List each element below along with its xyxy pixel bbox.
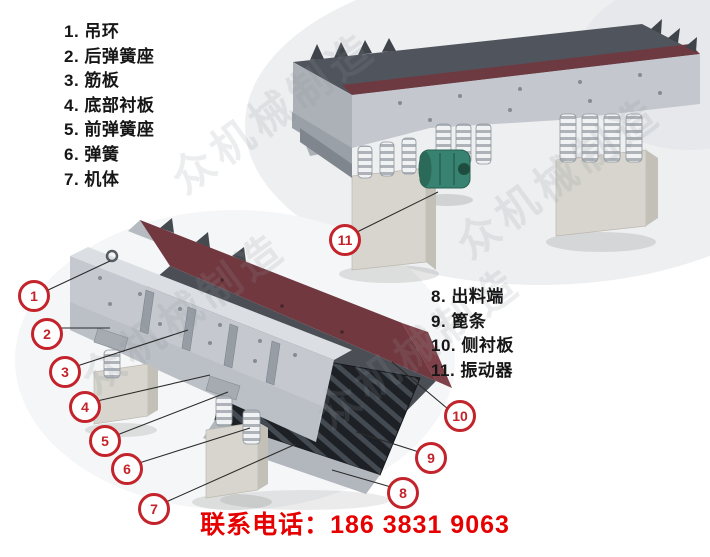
- callout-7: 7: [138, 493, 170, 525]
- side-liner-panel: [140, 220, 436, 381]
- callout-2: 2: [31, 318, 63, 350]
- right-end-liner: [402, 323, 452, 388]
- shadow: [192, 494, 272, 510]
- legend-item-5: 5. 前弹簧座: [64, 120, 155, 140]
- rear-spring-seat: [93, 327, 129, 353]
- callout-lines: [45, 191, 449, 503]
- callout-9: 9: [415, 442, 447, 474]
- liner-bolts: [220, 278, 344, 334]
- callout-10: 10: [444, 400, 476, 432]
- contact-phone: 联系电话：186 3831 9063: [200, 511, 510, 539]
- upper-machine: [292, 19, 700, 283]
- legend-item-6: 6. 弹簧: [64, 144, 120, 164]
- discharge-spout-lower: [300, 128, 352, 178]
- callout-6: 6: [111, 453, 143, 485]
- callout-3: 3: [49, 356, 81, 388]
- front-spring-seat: [205, 375, 241, 401]
- callout-5: 5: [89, 425, 121, 457]
- shadow: [546, 232, 656, 252]
- top-rim: [293, 24, 700, 95]
- callout-11: 11: [329, 224, 361, 256]
- callout-1: 1: [18, 280, 50, 312]
- near-wall-rim: [70, 247, 352, 360]
- inner-liner: [342, 44, 700, 95]
- legend-item-10: 10. 侧衬板: [431, 336, 514, 356]
- lifting-ring: [105, 249, 119, 263]
- legend-item-2: 2. 后弹簧座: [64, 46, 155, 66]
- wall-shading: [70, 302, 322, 442]
- legend-item-11: 11. 振动器: [431, 360, 513, 380]
- legend-item-7: 7. 机体: [64, 169, 120, 189]
- legend-item-4: 4. 底部衬板: [64, 95, 155, 115]
- rib-plates: [139, 289, 281, 386]
- vibrator-motor: [418, 149, 471, 189]
- springs: [103, 349, 261, 445]
- shadow: [339, 265, 439, 283]
- callout-4: 4: [69, 391, 101, 423]
- legend-item-1: 1. 吊环: [64, 22, 120, 41]
- callout-8: 8: [387, 477, 419, 509]
- shadow: [220, 490, 390, 510]
- discharge-spout: [292, 112, 352, 164]
- rivets: [98, 276, 297, 363]
- rivets: [398, 73, 662, 122]
- legend-left: 1. 吊环 2. 后弹簧座 3. 筋板 4. 底部衬板 5. 前弹簧座 6. 弹…: [64, 20, 154, 192]
- gusset-fins: [310, 19, 697, 60]
- legend-item-3: 3. 筋板: [64, 71, 120, 91]
- lower-machine: [70, 218, 452, 510]
- legend-item-9: 9. 篦条: [431, 311, 487, 331]
- legend-item-8: 8. 出料端: [431, 287, 504, 306]
- legend-right: 8. 出料端 9. 篦条 10. 侧衬板 11. 振动器: [431, 285, 514, 383]
